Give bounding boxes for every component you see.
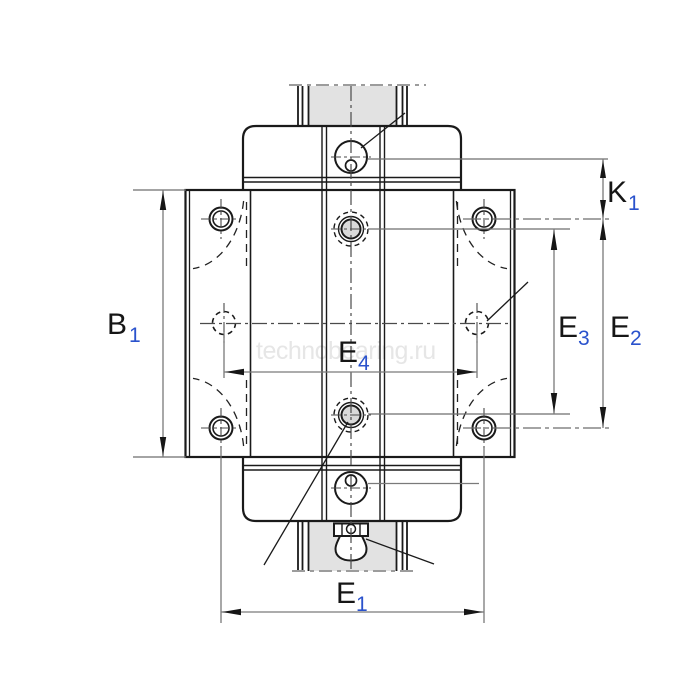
centerlines [200,86,512,571]
dimension-label-k1: K [607,176,627,209]
corner-recess-arc-bottom-right [455,377,508,447]
leader-lube-port-top [360,112,406,149]
arrowhead-left [225,368,244,376]
dimension-k1: K 1 [368,158,640,219]
leader-lines [263,112,529,566]
dimension-label-e1: E [336,577,356,610]
dimension-e1: E 1 [220,448,485,623]
extension-lines [133,189,186,458]
end-plate-bottom-joint-lines [243,464,461,471]
dimension-label-b1: B [107,308,127,341]
leader-side-hole [486,281,529,322]
dimension-label-k1-subscript: 1 [628,192,640,215]
dimension-e4: E 4 [223,332,478,378]
arrowhead-right [457,368,476,376]
dimension-label-e2: E [610,311,630,344]
nipple-hex-flats [341,523,361,536]
watermark-text: technobearing.ru [256,337,436,365]
rail-top [289,84,426,125]
arrowhead-up [159,191,167,210]
hole-centerlines [201,408,241,448]
dimension-label-e3-subscript: 3 [578,327,590,350]
dimension-label-e3: E [558,311,578,344]
body-edge-inner-lines [188,190,512,457]
corner-recess-arc-top-right [455,200,508,270]
dimension-e3: E 3 [368,228,590,415]
rail-hole-counterbore [333,397,369,433]
dimension-label-e1-subscript: 1 [356,593,368,616]
dimension-label-e2-subscript: 2 [630,327,642,350]
leader-rail-hole [263,421,349,566]
extension-lines [223,332,478,378]
mounting-hole-top-left [201,199,241,239]
end-plate-top-joint-lines [243,176,461,183]
arrowhead-down [599,407,607,427]
arrowhead-up [599,220,607,240]
dimension-e2: E 2 [463,218,642,429]
hidden-edge-lines [245,202,459,446]
arrowhead-up [600,160,606,178]
rail-top-edges [297,86,408,125]
rail-slot-lines [321,126,386,521]
arrowhead-left [222,608,241,616]
dimension-label-b1-subscript: 1 [129,324,141,347]
dimension-b1: B 1 [107,189,186,458]
arrowhead-up [550,230,558,250]
dimension-label-e4-subscript: 4 [358,352,370,375]
dimension-label-e4: E [338,336,358,369]
corner-recess-arc-top-left [192,200,245,270]
corner-recess-arc-bottom-left [192,377,245,447]
arrowhead-right [464,608,483,616]
extension-lines [220,448,485,623]
extension-lines [368,228,570,415]
leader-grease-nipple [365,538,435,565]
rail-top-shading [309,86,396,125]
mounting-hole-bottom-left [201,408,241,448]
arrowhead-down [159,437,167,456]
hole-centerlines [201,199,241,239]
arrowhead-down [550,393,558,413]
extension-lines [463,218,612,429]
arrowhead-down [600,200,606,218]
rail-bottom-edges [297,521,408,571]
